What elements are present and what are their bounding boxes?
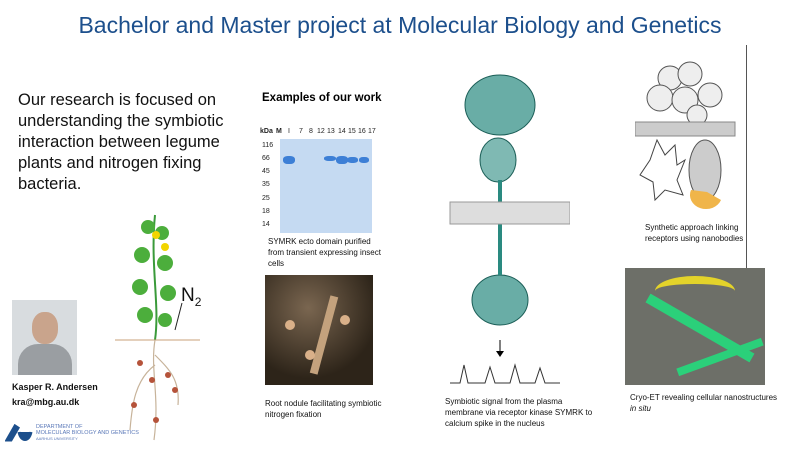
legume-plant-illustration — [115, 214, 200, 441]
symrk-caption: Symbiotic signal from the plasma membran… — [445, 397, 593, 428]
n2-label: N2 — [181, 285, 201, 309]
marker-label: 25 — [262, 195, 270, 202]
marker-label: 116 — [262, 142, 274, 149]
lane-label: 17 — [368, 128, 376, 135]
au-logo-icon — [5, 424, 33, 442]
n2-subscript: 2 — [194, 294, 202, 309]
symrk-protein-structure — [449, 74, 570, 384]
marker-label: 45 — [262, 168, 270, 175]
contact-email[interactable]: kra@mbg.au.dk — [12, 397, 80, 407]
n2-text: N — [181, 285, 195, 306]
logo-line-3: AARHUS UNIVERSITY — [36, 436, 78, 441]
divider-line — [746, 45, 747, 270]
gel-lane-labels: kDa M I 7 8 12 13 14 15 16 17 — [260, 128, 380, 138]
lane-label: 7 — [299, 128, 303, 135]
lane-label: 8 — [309, 128, 313, 135]
lane-label: M — [276, 128, 282, 135]
nanobody-receptor-diagram — [635, 61, 736, 210]
lane-label: kDa — [260, 128, 273, 135]
cryo-caption: Cryo-ET revealing cellular nanostructure… — [630, 392, 780, 414]
logo-line-2: MOLECULAR BIOLOGY AND GENETICS — [36, 430, 139, 436]
sds-page-gel-image — [280, 139, 372, 233]
intro-text: Our research is focused on understanding… — [18, 91, 224, 193]
logo-line-1: DEPARTMENT OF — [36, 424, 83, 430]
marker-label: 14 — [262, 221, 270, 228]
marker-label: 35 — [262, 181, 270, 188]
gel-caption: SYMRK ecto domain purified from transien… — [268, 237, 381, 268]
cryo-caption-italic: in situ — [630, 404, 651, 413]
profile-photo — [12, 300, 77, 375]
lane-label: 13 — [327, 128, 335, 135]
lane-label: 14 — [338, 128, 346, 135]
slide-title: Bachelor and Master project at Molecular… — [78, 12, 722, 38]
marker-label: 18 — [262, 208, 270, 215]
examples-heading: Examples of our work — [262, 92, 382, 104]
lane-label: I — [288, 128, 290, 135]
cryo-caption-main: Cryo-ET revealing cellular nanostructure… — [630, 393, 778, 402]
lane-label: 16 — [358, 128, 366, 135]
gel-marker-labels: 116 66 45 35 25 18 14 — [262, 142, 278, 232]
cryo-et-image — [625, 268, 765, 385]
nodule-caption: Root nodule facilitating symbiotic nitro… — [265, 399, 382, 419]
contact-name: Kasper R. Andersen — [12, 382, 98, 392]
marker-label: 66 — [262, 155, 270, 162]
lane-label: 15 — [348, 128, 356, 135]
lane-label: 12 — [317, 128, 325, 135]
root-nodule-photo — [265, 275, 373, 385]
nanobody-caption: Synthetic approach linking receptors usi… — [645, 223, 744, 243]
